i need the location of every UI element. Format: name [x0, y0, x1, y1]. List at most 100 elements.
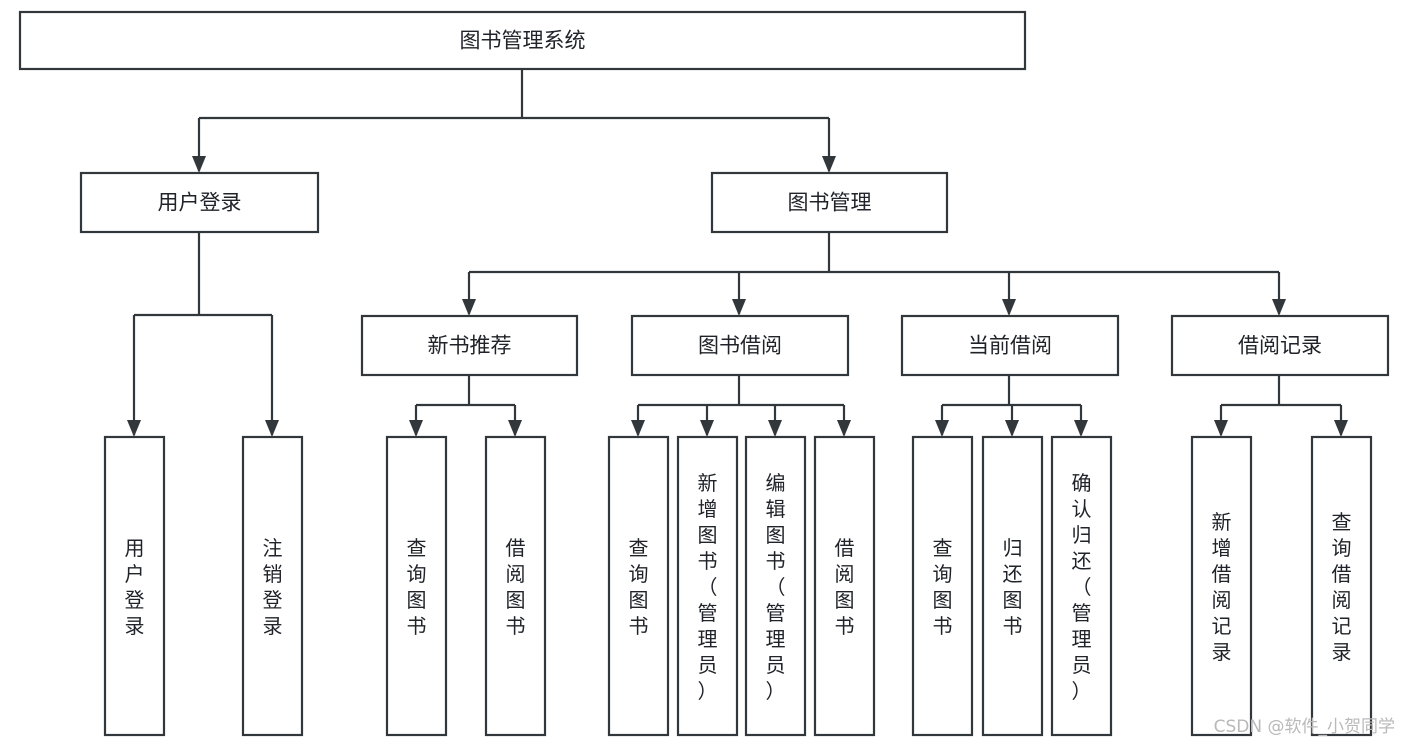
label-char: 录: [1332, 640, 1352, 664]
leaf-node-box-leaf-return-book[interactable]: [981, 435, 1044, 737]
label-char: 图: [629, 588, 649, 612]
label-char: 员: [698, 653, 718, 677]
label-char: 图: [835, 588, 855, 612]
label-char: 图: [766, 523, 786, 547]
root-node-label: 图书管理系统: [460, 29, 586, 53]
label-char: 记: [1332, 614, 1352, 638]
label-char: 认: [1072, 497, 1092, 521]
label-char: 借: [506, 536, 526, 560]
arrow-down-icon: [1334, 420, 1348, 437]
label-char: ）: [1072, 679, 1092, 703]
arrow-down-icon: [1005, 420, 1019, 437]
label-char: 阅: [1332, 588, 1352, 612]
label-char: 书: [1003, 614, 1023, 638]
label-char: 增: [1212, 536, 1232, 560]
label-char: 借: [835, 536, 855, 560]
label-char: 归: [1003, 536, 1023, 560]
arrow-down-icon: [409, 420, 423, 437]
label-char: 录: [1212, 640, 1232, 664]
level2-node-box-new-book-recommend[interactable]: [360, 314, 579, 377]
arrow-down-icon: [935, 420, 949, 437]
label-char: 书: [933, 614, 953, 638]
label-char: 登: [263, 588, 283, 612]
label-char: 书: [506, 614, 526, 638]
label-char: 查: [1332, 510, 1352, 534]
label-char: 理: [698, 627, 718, 651]
label-char: 查: [933, 536, 953, 560]
label-char: 注: [263, 536, 283, 560]
csdn-watermark: CSDN @软件_小贺同学: [1214, 717, 1395, 737]
arrow-down-icon: [768, 420, 782, 437]
leaf-node-box-leaf-borrow-book[interactable]: [813, 435, 876, 737]
label-char: （: [1072, 575, 1092, 599]
leaf-node-box-leaf-user-login[interactable]: [103, 435, 166, 737]
label-char: 户: [125, 562, 145, 586]
arrow-down-icon: [508, 420, 522, 437]
label-char: 书: [835, 614, 855, 638]
leaf-node-box-leaf-query-book-current[interactable]: [911, 435, 974, 737]
arrow-down-icon: [265, 420, 279, 437]
label-char: 图: [1003, 588, 1023, 612]
leaf-node-box-leaf-query-book-borrow[interactable]: [607, 435, 670, 737]
level2-node-box-book-borrow[interactable]: [630, 314, 850, 377]
leaf-node-label-leaf-user-login: 用户登录: [125, 536, 145, 638]
arrow-down-icon: [1074, 420, 1088, 437]
label-char: 录: [263, 614, 283, 638]
label-char: 查: [629, 536, 649, 560]
node-layer: 图书管理系统用户登录图书管理新书推荐图书借阅当前借阅借阅记录用户登录注销登录查询…: [18, 10, 1390, 737]
label-char: 新: [698, 471, 718, 495]
leaf-node-box-leaf-query-borrow-record[interactable]: [1310, 435, 1373, 737]
label-char: 图: [407, 588, 427, 612]
label-char: 借: [1332, 562, 1352, 586]
arrow-down-icon: [1272, 299, 1286, 316]
label-char: 记: [1212, 614, 1232, 638]
label-char: 销: [263, 562, 283, 586]
label-char: 录: [125, 614, 145, 638]
label-char: 借: [1212, 562, 1232, 586]
label-char: 登: [125, 588, 145, 612]
label-char: 书: [629, 614, 649, 638]
leaf-node-box-leaf-borrow-book-rec[interactable]: [484, 435, 547, 737]
level1-node-box-user-login[interactable]: [79, 171, 320, 234]
label-char: ）: [698, 679, 718, 703]
leaf-node-box-leaf-edit-book-admin[interactable]: [744, 435, 807, 737]
label-char: 还: [1003, 562, 1023, 586]
leaf-node-box-leaf-add-borrow-record[interactable]: [1190, 435, 1253, 737]
arrow-down-icon: [631, 420, 645, 437]
label-char: （: [698, 575, 718, 599]
label-char: 书: [698, 549, 718, 573]
label-char: 阅: [1212, 588, 1232, 612]
label-char: 管: [1072, 601, 1092, 625]
leaf-node-box-leaf-logout-login[interactable]: [241, 435, 304, 737]
leaf-node-box-leaf-query-book-rec[interactable]: [385, 435, 448, 737]
leaf-node-box-leaf-confirm-return-admin[interactable]: [1050, 435, 1113, 737]
label-char: 还: [1072, 549, 1092, 573]
level1-node-box-book-management[interactable]: [710, 171, 949, 234]
arrow-down-icon: [1002, 299, 1016, 316]
level2-node-box-borrow-record[interactable]: [1170, 314, 1390, 377]
level2-node-label-book-borrow: 图书借阅: [698, 334, 782, 358]
label-char: 图: [698, 523, 718, 547]
label-char: 理: [766, 627, 786, 651]
root-node-box[interactable]: [18, 10, 1027, 71]
label-char: 新: [1212, 510, 1232, 534]
arrow-down-icon: [1214, 420, 1228, 437]
leaf-node-box-leaf-add-book-admin[interactable]: [676, 435, 739, 737]
label-char: 询: [1332, 536, 1352, 560]
arrow-down-icon: [700, 420, 714, 437]
arrow-down-icon: [462, 299, 476, 316]
level2-node-label-borrow-record: 借阅记录: [1238, 334, 1322, 358]
level1-node-label-book-management: 图书管理: [788, 191, 872, 215]
label-char: 归: [1072, 523, 1092, 547]
level2-node-box-current-borrow[interactable]: [900, 314, 1120, 377]
label-char: 编: [766, 471, 786, 495]
